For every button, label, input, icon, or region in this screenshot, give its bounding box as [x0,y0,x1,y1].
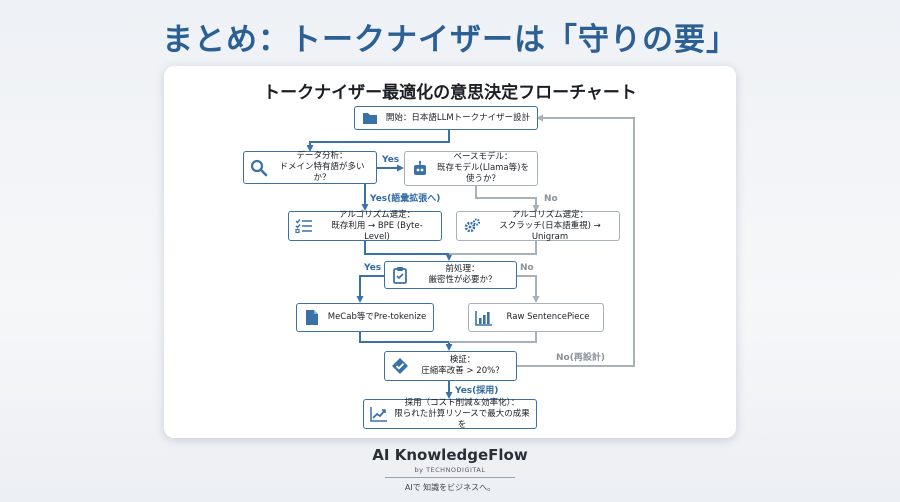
node-data-analysis: データ分析： ドメイン特有語が多いか？ [243,151,377,184]
node-start: 開始：日本語LLMトークナイザー設計 [354,106,538,130]
node-algo-scratch: アルゴリズム選定： スクラッチ(日本語重視) → Unigram [456,210,620,242]
node-base-model: ベースモデル： 既存モデル(Llama等)を 使うか？ [404,151,538,186]
brand-name: AI KnowledgeFlow [372,446,528,464]
node-algo-existing: アルゴリズム選定： 既存利用 → BPE (Byte-Level) [288,210,442,242]
search-icon [250,159,268,177]
label-yes-base: Yes [382,155,400,165]
node-verify: 検証： 圧縮率改善 > 20%？ [384,351,517,381]
flowchart-connectors [306,114,635,399]
edge-verify-redesign [517,114,635,367]
list-icon [295,217,313,235]
node-adopt: 採用（コスト削減＆効率化）： 限られた計算リソースで最大の成果を [363,398,537,430]
slide-title: まとめ：トークナイザーは「守りの要」 [162,22,738,58]
flowchart-title: トークナイザー最適化の意思決定フローチャート [263,83,637,103]
node-mecab: MeCab等でPre-tokenize [296,303,434,332]
document-icon [303,309,321,327]
edge-scratch-pre [449,241,537,255]
edge-raw-verify [449,332,537,343]
brand-tagline: AIで 知識をビジネスへ。 [404,483,496,492]
label-no-pre: No [520,263,534,273]
edge-pre-mecab [356,275,384,303]
clipboard-icon [391,266,409,284]
brand-divider [385,477,515,478]
node-raw: Raw SentencePiece [468,303,604,332]
label-no-base: No [544,194,558,204]
check-badge-icon [391,357,409,375]
edge-pre-raw [517,275,540,303]
bar-chart-icon [475,309,493,327]
edge-base-algo-scratch [475,186,540,212]
folder-icon [361,109,379,127]
label-yes-pre: Yes [364,263,382,273]
node-preprocess: 前処理： 厳密性が必要か？ [384,261,517,289]
flowchart-card: トークナイザー最適化の意思決定フローチャート [164,66,736,438]
edge-existing-pre [364,241,453,261]
trend-up-icon [370,405,388,423]
label-no-redesign: No(再設計) [556,353,605,363]
label-yes-vocab: Yes(語彙拡張へ) [370,194,441,204]
robot-icon [411,160,429,178]
gears-icon [463,217,481,235]
brand-by: by TECHNODIGITAL [414,466,486,474]
label-yes-adopt: Yes(採用) [455,386,499,396]
edge-start-analysis [306,130,450,152]
edge-mecab-verify [359,332,453,351]
